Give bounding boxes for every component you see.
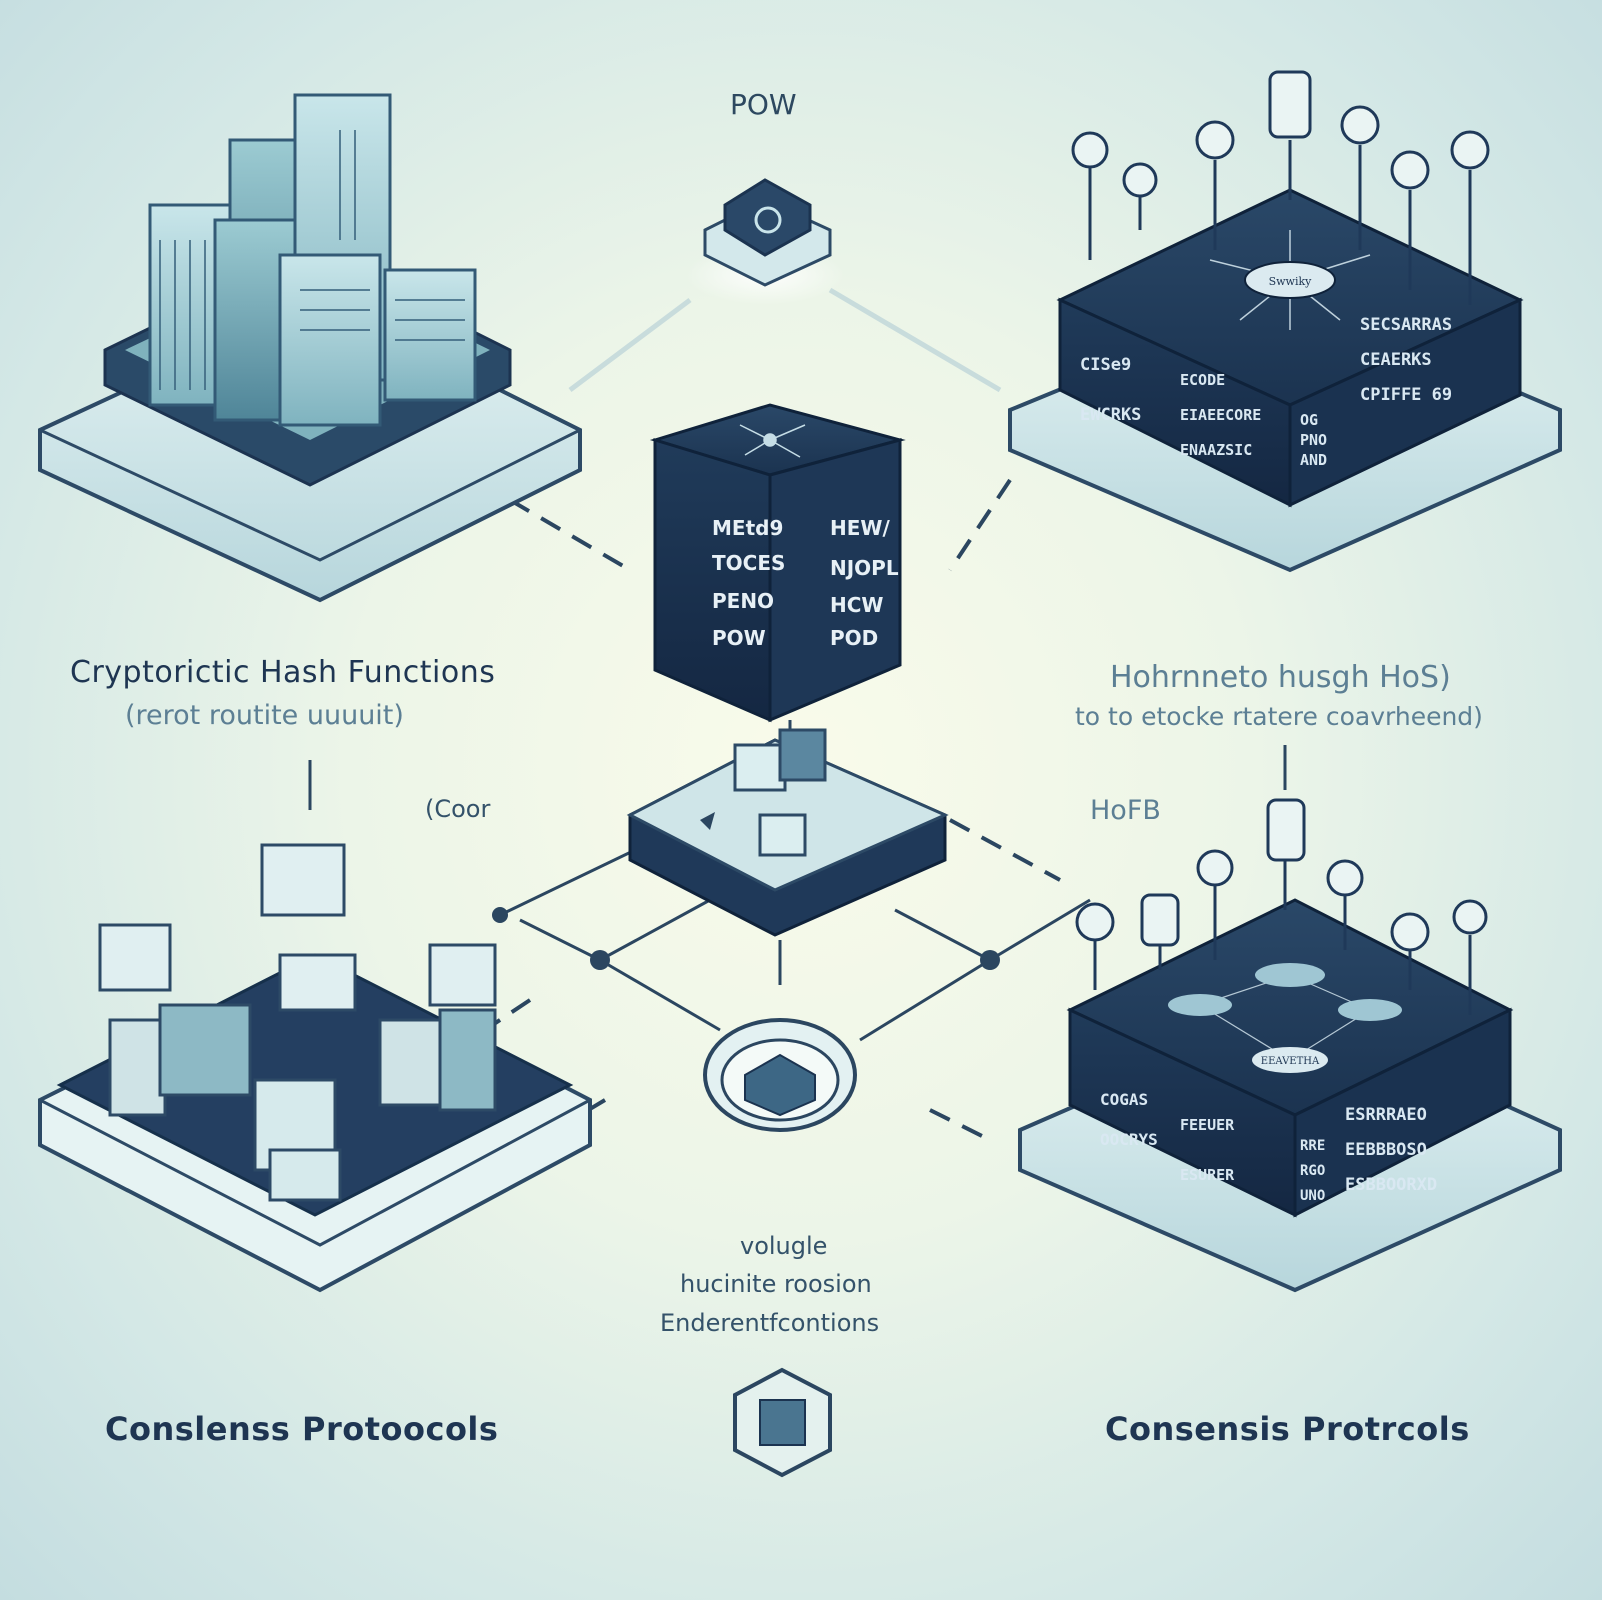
tower-left-line-2: TOCES [712,551,785,575]
br-left-2: OOCRYS [1100,1130,1158,1149]
link-nodes [492,907,1000,970]
right-subtitle: to to etocke rtatere coavrheend) [1075,702,1483,731]
lower-center-ring [703,1018,857,1132]
pow-label: POW [730,88,797,121]
right-note: HoFB [1090,795,1161,826]
tr-right-1: SECSARRAS [1360,315,1452,335]
br-side-2: RGO [1300,1163,1325,1179]
server-stack-module [38,93,582,603]
bottom-right-module: EEAVETHA COGAS OOCRYS FEEUER ESURER RRE … [1018,798,1562,1293]
left-title: Cryptorictic Hash Functions [70,655,496,690]
tr-right-2: CEAERKS [1360,350,1432,370]
tr-mid-1: ECODE [1180,371,1225,389]
tr-side-3: OG [1300,411,1318,429]
tower-left-line-4: POW [712,626,766,650]
tower-left-line-3: PENO [712,589,774,613]
left-subtitle: (rerot routite uuuuit) [125,700,404,731]
tower-right-line-3: HCW [830,593,883,617]
tr-side-2: PNO [1300,431,1327,449]
bottom-left-title: Conslenss Protoocols [105,1410,499,1448]
tr-left-1: CISe9 [1080,355,1131,375]
br-side-3: UNO [1300,1188,1325,1204]
center-tower-left-face: MEtd9 TOCES PENO POW [712,516,785,650]
tower-right-line-4: POD [830,626,878,650]
bottom-right-pins [1075,798,1488,1015]
br-mid-1: FEEUER [1180,1116,1235,1134]
tower-right-line-1: HEW/ [830,516,890,540]
bottom-right-badge: EEAVETHA [1261,1056,1320,1067]
br-side-1: RRE [1300,1138,1325,1154]
tr-right-3: CPIFFE 69 [1360,385,1452,405]
center-caption-3: Enderentfcontions [660,1309,880,1337]
block-cluster-module [38,843,592,1293]
top-key-box [685,178,845,305]
br-mid-2: ESURER [1180,1166,1235,1184]
tr-mid-2: EIAEECORE [1180,406,1261,424]
tower-right-line-2: NJOPL [830,556,899,580]
right-title: Hohrnneto husgh HoS) [1110,660,1451,695]
center-tower-right-face: HEW/ NJOPL HCW POD [830,516,899,650]
center-hub [626,728,949,937]
top-right-badge: Swwiky [1269,275,1313,288]
br-right-2: EEBBBOSO [1345,1140,1427,1160]
top-right-pins [1071,70,1490,305]
br-left-1: COGAS [1100,1090,1148,1109]
tr-left-2: EWCRKS [1080,405,1141,425]
center-caption-1: volugle [740,1232,828,1260]
bottom-center-icon [733,1367,832,1478]
tr-side-1: AND [1300,451,1327,469]
connector-lines [568,287,1002,393]
br-right-1: ESRRRAEO [1345,1105,1427,1125]
bottom-right-title: Consensis Protrcols [1105,1410,1470,1448]
br-right-3: ESBBOORXD [1345,1175,1437,1195]
left-note: (Coor [425,795,491,823]
center-caption-2: hucinite roosion [680,1270,872,1298]
center-tower: MEtd9 TOCES PENO POW HEW/ NJOPL HCW POD [649,403,906,723]
top-right-module: Swwiky CISe9 EWCRKS ECODE EIAEECORE ENAA… [1008,70,1562,573]
tower-left-line-1: MEtd9 [712,516,783,540]
dashed-connectors [468,478,1061,1142]
tr-mid-3: ENAAZSIC [1180,441,1252,459]
